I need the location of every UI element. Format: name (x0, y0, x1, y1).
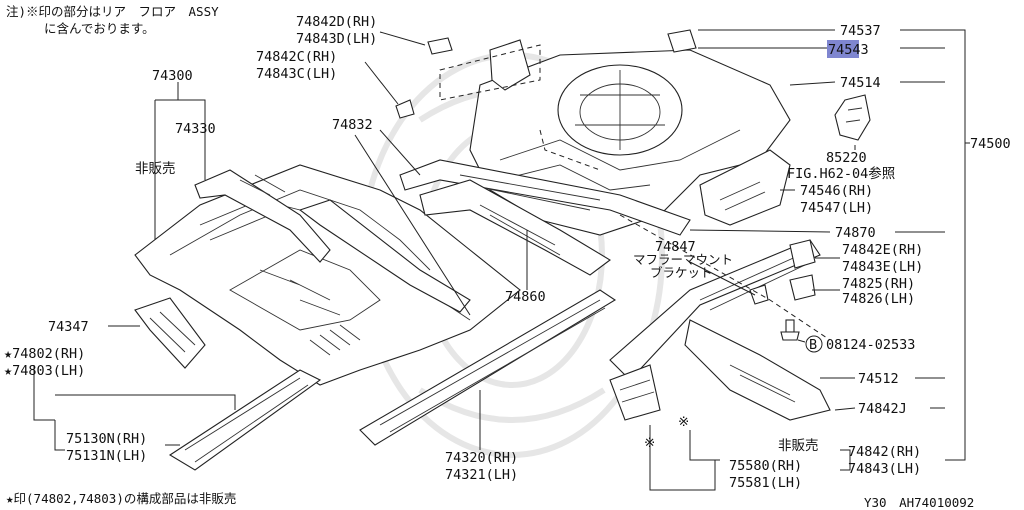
label-74320-RH[interactable]: 74320(RH) (445, 450, 518, 466)
bolt-08124 (780, 319, 800, 341)
label-hihanbai-left: 非販売 (135, 161, 176, 177)
rear-panel-74546 (699, 149, 791, 226)
label-hihanbai-right: 非販売 (778, 438, 819, 454)
label-kome-1: ※ (644, 435, 655, 451)
label-74321-LH[interactable]: 74321(LH) (445, 467, 518, 483)
side-sill-74320 (359, 289, 617, 446)
floor-crossmember (194, 169, 471, 313)
label-74802-RH[interactable]: ★74802(RH) (4, 346, 85, 362)
label-74860[interactable]: 74860 (505, 289, 546, 305)
bracket-74842D (427, 37, 453, 55)
dashed-outline-mid (539, 129, 601, 171)
label-75580-RH[interactable]: 75580(RH) (729, 458, 802, 474)
bracket-74537 (667, 29, 697, 53)
label-74826-LH[interactable]: 74826(LH) (842, 291, 915, 307)
label-74832[interactable]: 74832 (332, 117, 373, 133)
label-74847[interactable]: 74847 (655, 239, 696, 255)
label-74842E-RH[interactable]: 74842E(RH) (842, 242, 923, 258)
leader-lines (33, 29, 970, 491)
label-muffler-mount-2: ブラケット (650, 265, 713, 280)
label-muffler-mount-1: マフラーマウント (633, 252, 733, 267)
label-kome-2: ※ (678, 414, 689, 430)
label-74500[interactable]: 74500 (970, 136, 1011, 152)
footer-code: Y30 AH74010092 (864, 495, 974, 510)
center-member (419, 179, 611, 276)
label-74842J[interactable]: 74842J (858, 401, 907, 417)
label-74546-RH[interactable]: 74546(RH) (800, 183, 873, 199)
label-74537[interactable]: 74537 (840, 23, 881, 39)
label-74347[interactable]: 74347 (48, 319, 89, 335)
bracket-74842C (395, 99, 415, 119)
label-74330[interactable]: 74330 (175, 121, 216, 137)
label-74843D-LH[interactable]: 74843D(LH) (296, 31, 377, 47)
rear-side-member (609, 239, 831, 421)
label-74842-RH[interactable]: 74842(RH) (848, 444, 921, 460)
bolt-b-circle (805, 335, 823, 353)
note-line-1: 注)※印の部分はリア フロア ASSY (6, 4, 219, 19)
label-74547-LH[interactable]: 74547(LH) (800, 200, 873, 216)
label-85220[interactable]: 85220 (826, 150, 867, 166)
bracket-75580 (609, 364, 661, 421)
dashed-outline-top (439, 44, 541, 101)
label-74870[interactable]: 74870 (835, 225, 876, 241)
muffler-mount-bracket (749, 284, 769, 305)
label-74842D-RH[interactable]: 74842D(RH) (296, 14, 377, 30)
bracket-rear-left (489, 39, 531, 91)
highlight-74543 (827, 40, 859, 58)
label-74825-RH[interactable]: 74825(RH) (842, 276, 915, 292)
label-74803-LH[interactable]: ★74803(LH) (4, 363, 85, 379)
label-74843-LH[interactable]: 74843(LH) (848, 461, 921, 477)
label-74843E-LH[interactable]: 74843E(LH) (842, 259, 923, 275)
label-75581-LH[interactable]: 75581(LH) (729, 475, 802, 491)
front-member-74802 (168, 369, 322, 471)
label-74843C-LH[interactable]: 74843C(LH) (256, 66, 337, 82)
bracket-74347 (134, 297, 206, 369)
rear-crossmember (399, 159, 691, 236)
label-fig-ref[interactable]: FIG.H62-04参照 (787, 165, 895, 182)
footer-star-note: ★印(74802,74803)の構成部品は非販売 (6, 491, 236, 506)
label-74514[interactable]: 74514 (840, 75, 881, 91)
label-75130N-RH[interactable]: 75130N(RH) (66, 431, 147, 447)
label-74512[interactable]: 74512 (858, 371, 899, 387)
note-line-2: に含んでおります。 (44, 21, 155, 36)
label-74543[interactable]: 74543 (828, 42, 869, 58)
label-75131N-LH[interactable]: 75131N(LH) (66, 448, 147, 464)
label-08124[interactable]: 08124-02533 (826, 337, 915, 353)
label-74842C-RH[interactable]: 74842C(RH) (256, 49, 337, 65)
label-bolt-b: B (809, 337, 817, 353)
dashed-outline-right (619, 214, 831, 341)
bracket-85220 (834, 94, 871, 141)
part-labels: 74842D(RH) 74843D(LH) 74842C(RH) 74843C(… (4, 14, 1011, 491)
bracket-74825 (789, 274, 816, 301)
bracket-74842E (789, 239, 816, 269)
label-74300[interactable]: 74300 (152, 68, 193, 84)
